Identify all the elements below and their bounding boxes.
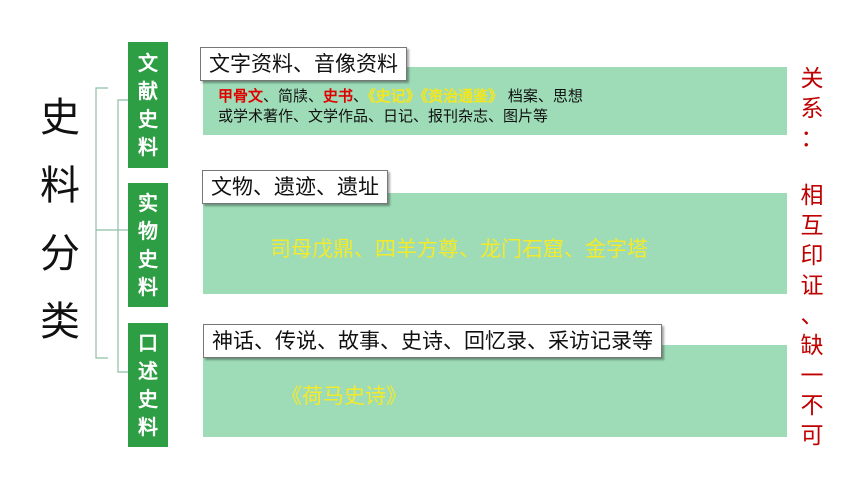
relation-char: 相 — [800, 183, 824, 209]
category-label-documents: 文字资料、音像资料 — [200, 47, 407, 81]
category-char: 史 — [138, 247, 158, 271]
relation-char: ： — [800, 126, 824, 152]
relation-char: 一 — [800, 363, 824, 389]
relation-char: 不 — [800, 393, 824, 419]
content-panel-physical — [203, 193, 787, 294]
category-label-physical: 文物、遗迹、遗址 — [202, 170, 388, 204]
relation-char: 可 — [800, 423, 824, 449]
relation-char: 缺 — [800, 333, 824, 359]
main-title-char: 类 — [40, 299, 80, 345]
category-char: 料 — [138, 135, 158, 159]
relation-char: 关 — [800, 66, 824, 92]
physical-examples: 司母戊鼎、四羊方尊、龙门石窟、金字塔 — [270, 237, 648, 261]
category-char: 料 — [138, 415, 158, 439]
category-tile-documents: 文 献 史 料 — [128, 42, 168, 168]
main-title-char: 分 — [40, 231, 80, 277]
documents-examples-line-2: 或学术著作、文学作品、日记、报刊杂志、图片等 — [218, 107, 549, 125]
relation-char: 互 — [800, 213, 824, 239]
main-title-char: 史 — [40, 95, 80, 141]
bracket-branch-top — [96, 99, 128, 231]
bracket-branch-bottom — [117, 230, 128, 373]
relation-body: 相 互 印 证 、 缺 一 不 可 — [792, 181, 832, 451]
oral-examples: 《荷马史诗》 — [281, 384, 407, 408]
highlight-oracle-bone: 甲骨文 — [218, 87, 264, 105]
relation-char: 、 — [800, 303, 824, 329]
relation-char: 印 — [800, 243, 824, 269]
category-char: 口 — [138, 331, 158, 355]
category-label-oral: 神话、传说、故事、史诗、回忆录、采访记录等 — [203, 324, 662, 358]
highlight-history-books: 史书 — [323, 87, 354, 105]
relation-char: 证 — [800, 273, 824, 299]
category-char: 物 — [138, 219, 158, 243]
category-char: 史 — [138, 387, 158, 411]
main-title-char: 料 — [40, 163, 80, 209]
highlight-book-titles: 《史记》《资治通鉴》 — [368, 87, 504, 105]
main-title: 史 料 分 类 — [30, 84, 90, 356]
category-char: 料 — [138, 275, 158, 299]
category-char: 献 — [138, 79, 158, 103]
category-tile-oral: 口 述 史 料 — [128, 323, 168, 447]
content-panel-oral — [203, 345, 787, 437]
category-char: 史 — [138, 107, 158, 131]
category-tile-physical: 实 物 史 料 — [128, 183, 168, 307]
text-segment: 档案、思想 — [503, 87, 583, 105]
text-segment: 、 — [353, 87, 369, 105]
text-segment: 、简牍、 — [263, 87, 324, 105]
bracket-outer-line — [95, 87, 108, 359]
category-char: 述 — [138, 359, 158, 383]
relation-heading: 关 系 ： — [792, 64, 832, 154]
category-char: 文 — [138, 51, 158, 75]
relation-char: 系 — [800, 96, 824, 122]
category-char: 实 — [138, 191, 158, 215]
documents-examples-line-1: 甲骨文、简牍、史书、《史记》《资治通鉴》 档案、思想 — [218, 86, 583, 106]
